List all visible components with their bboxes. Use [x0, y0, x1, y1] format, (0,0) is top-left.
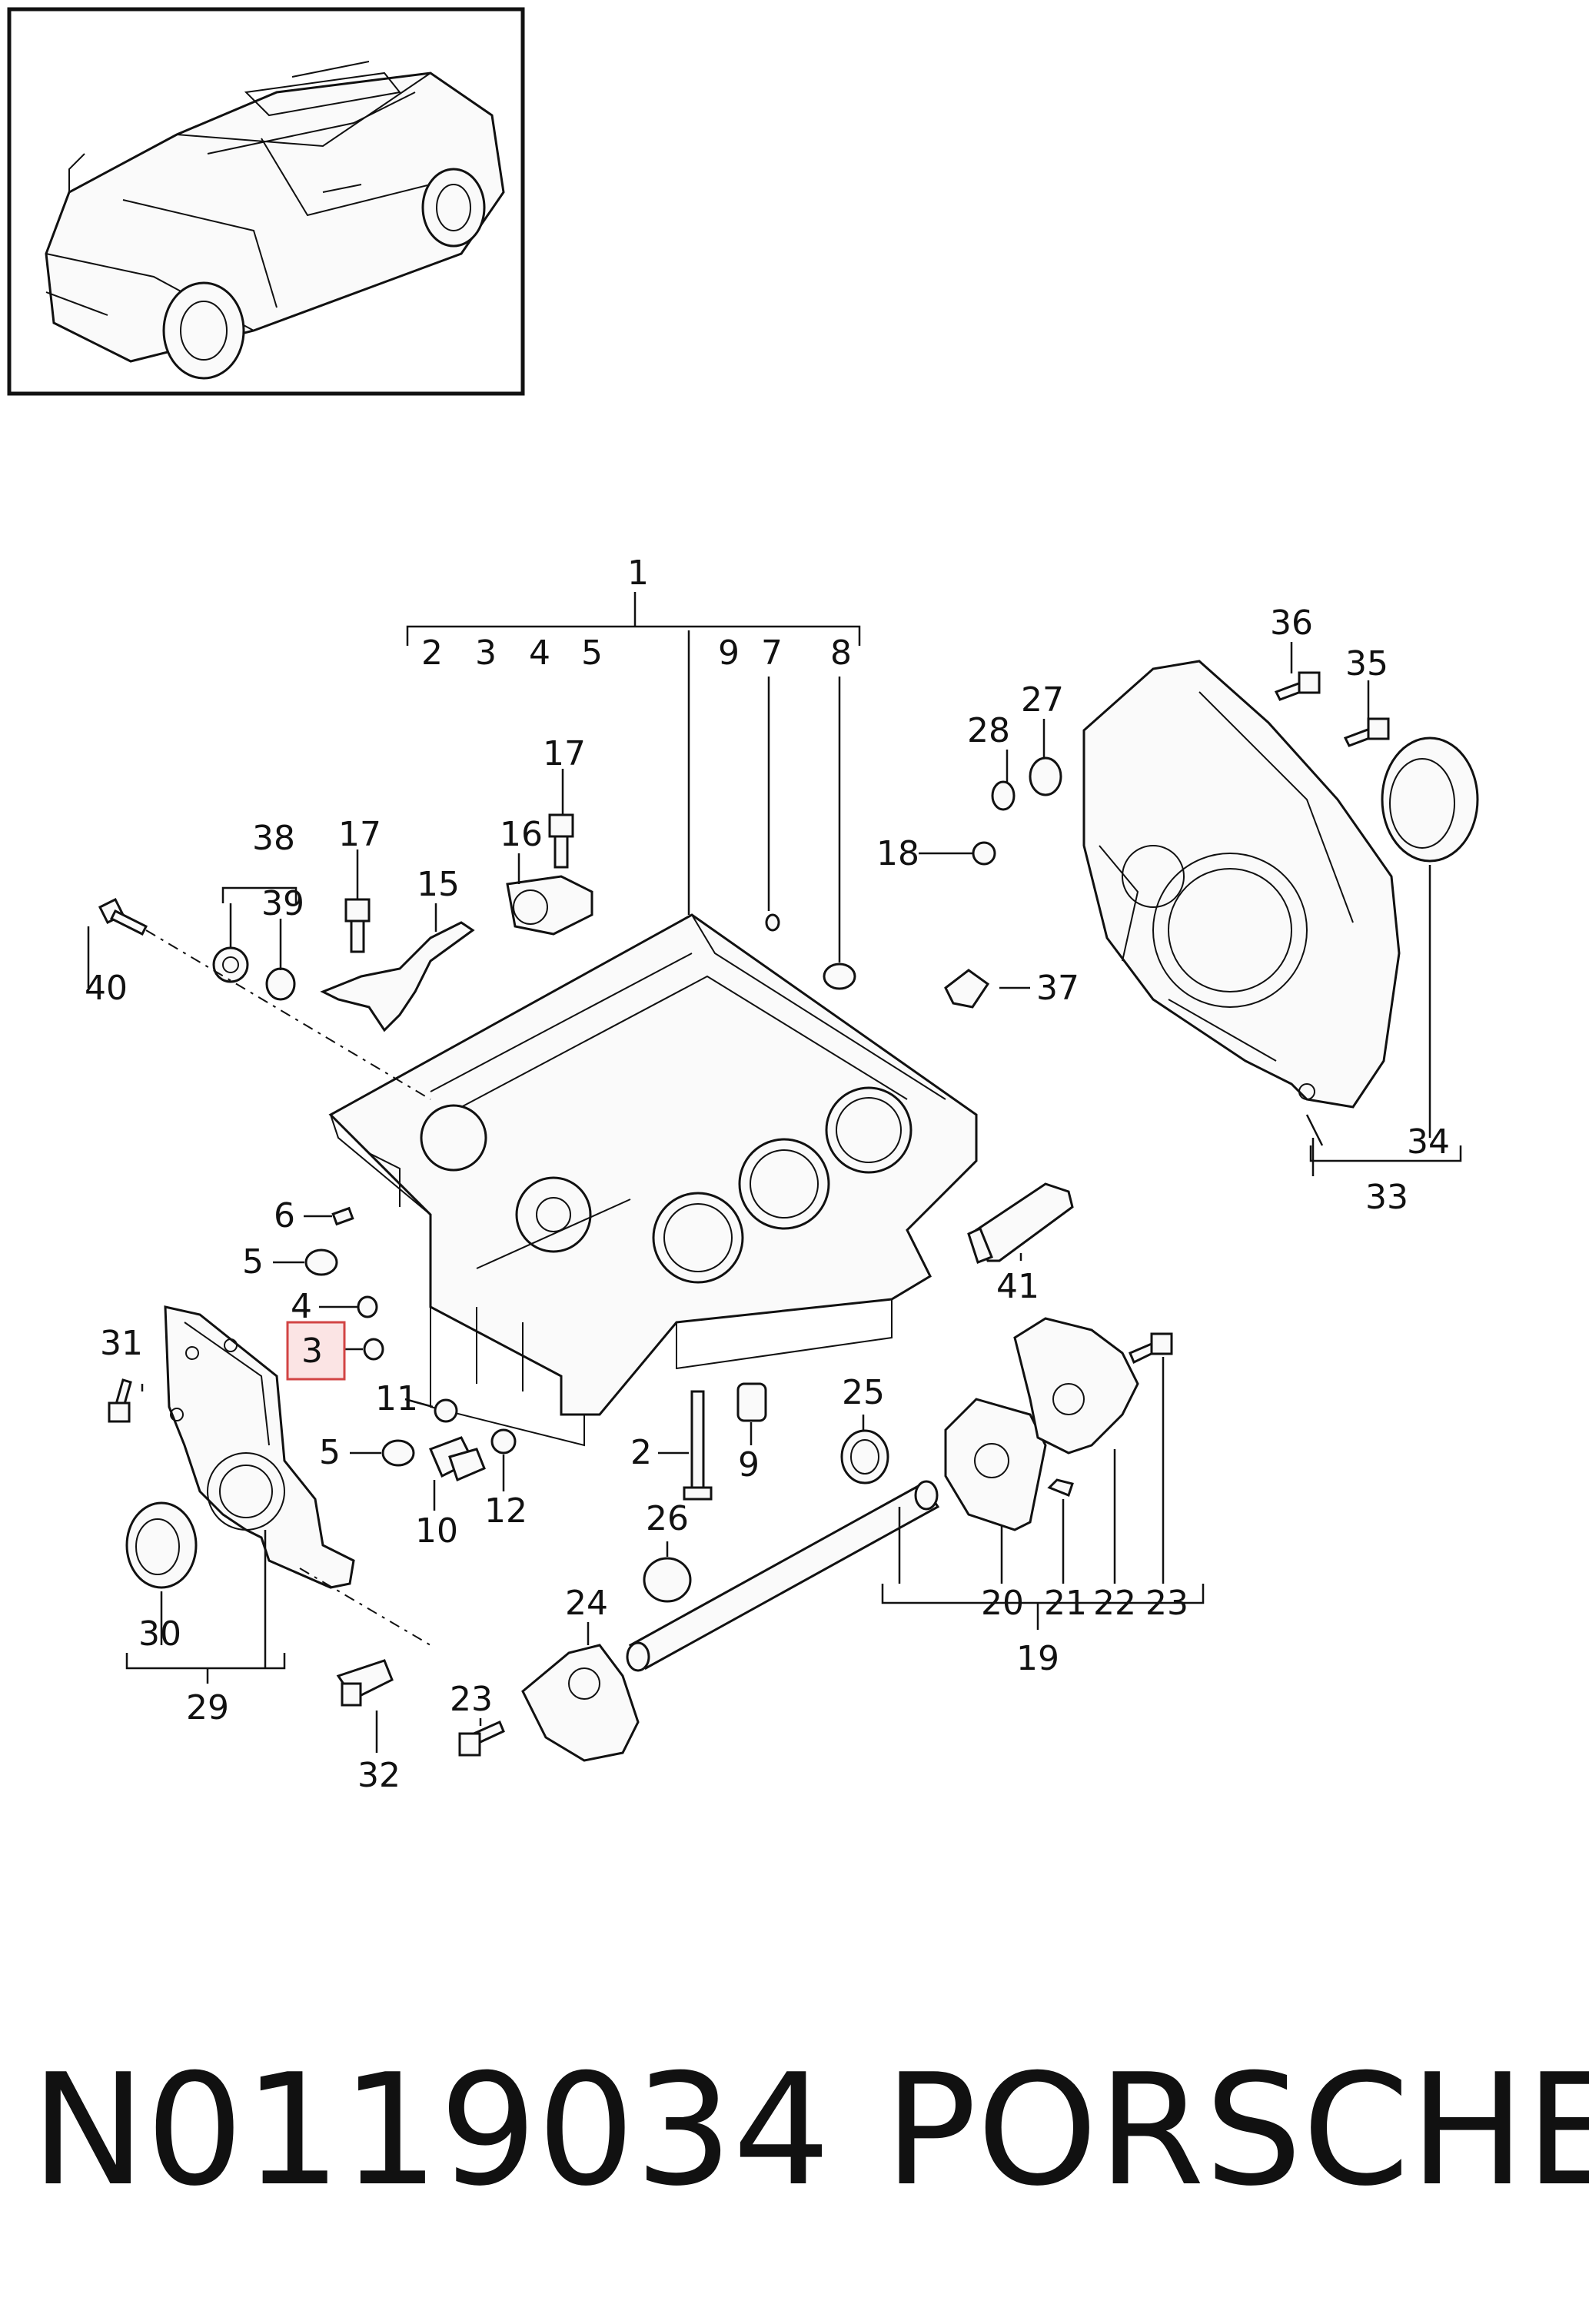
callout-28: 28: [967, 711, 1010, 750]
engine-block: [328, 913, 978, 1447]
callout-1: 1: [627, 554, 649, 593]
callout-22: 22: [1093, 1584, 1136, 1623]
callout-4: 4: [529, 633, 550, 673]
callout-29: 29: [186, 1688, 229, 1727]
callout-37: 37: [1036, 969, 1079, 1008]
callout-20: 20: [981, 1584, 1024, 1623]
callout-9: 9: [718, 633, 740, 673]
callout-17-upper: 17: [543, 734, 586, 773]
callout-5-lower: 5: [319, 1433, 341, 1472]
callout-12: 12: [484, 1491, 527, 1531]
rear-oil-seal: [1381, 736, 1479, 863]
callout-11: 11: [375, 1379, 418, 1418]
callout-25: 25: [842, 1373, 885, 1412]
callout-5: 5: [581, 633, 603, 673]
timing-cover: [164, 1305, 355, 1589]
callout-39: 39: [261, 884, 304, 923]
front-counterweight: [521, 1644, 640, 1762]
callout-32: 32: [357, 1756, 401, 1795]
callout-5-left: 5: [242, 1242, 264, 1282]
callout-38: 38: [252, 819, 295, 858]
callout-34: 34: [1407, 1122, 1450, 1162]
leader-lines: [87, 592, 1462, 1753]
callout-3-highlighted: 3: [301, 1332, 323, 1371]
callout-10: 10: [415, 1511, 458, 1551]
balance-shaft: [626, 1480, 940, 1672]
suv-illustration: [45, 61, 505, 380]
highlight-box: [286, 1321, 346, 1381]
callout-6: 6: [274, 1196, 295, 1235]
callout-16: 16: [500, 815, 543, 854]
callout-9-sleeve: 9: [738, 1445, 760, 1485]
bearing-plate: [944, 1398, 1047, 1531]
callout-26: 26: [646, 1499, 689, 1538]
callout-21: 21: [1044, 1584, 1087, 1623]
counterweight: [1013, 1317, 1139, 1455]
callout-41: 41: [996, 1267, 1039, 1306]
callout-33: 33: [1365, 1178, 1408, 1217]
callout-17-lower: 17: [338, 815, 381, 854]
flywheel-housing: [1082, 660, 1401, 1109]
callout-24: 24: [565, 1584, 608, 1623]
callout-4-left: 4: [291, 1287, 312, 1326]
small-components: [98, 671, 1390, 1757]
sealant-tube: [967, 1182, 1074, 1264]
callout-36: 36: [1270, 603, 1313, 643]
callout-3: 3: [475, 633, 497, 673]
callout-labels: 1 2 3 4 5 9 7 8 17 17 16 38 39 15 40 18 …: [85, 554, 1450, 1795]
callout-7: 7: [761, 633, 783, 673]
callout-23-lower: 23: [450, 1680, 493, 1719]
callout-15: 15: [417, 865, 460, 904]
callout-19: 19: [1016, 1639, 1059, 1678]
part-number: N0119034: [31, 2041, 830, 2220]
brand-name: PORSCHE: [884, 2041, 1589, 2220]
callout-2: 2: [421, 633, 443, 673]
callout-27: 27: [1021, 680, 1064, 720]
callout-23-right: 23: [1145, 1584, 1188, 1623]
callout-2-bolt: 2: [630, 1433, 652, 1472]
callout-35: 35: [1345, 644, 1388, 683]
callout-30: 30: [138, 1614, 181, 1654]
front-oil-seal: [125, 1501, 198, 1589]
callout-8: 8: [830, 633, 852, 673]
vehicle-thumbnail: [7, 7, 525, 396]
callout-18: 18: [876, 834, 919, 873]
callout-31: 31: [100, 1324, 143, 1363]
callout-40: 40: [85, 969, 128, 1008]
